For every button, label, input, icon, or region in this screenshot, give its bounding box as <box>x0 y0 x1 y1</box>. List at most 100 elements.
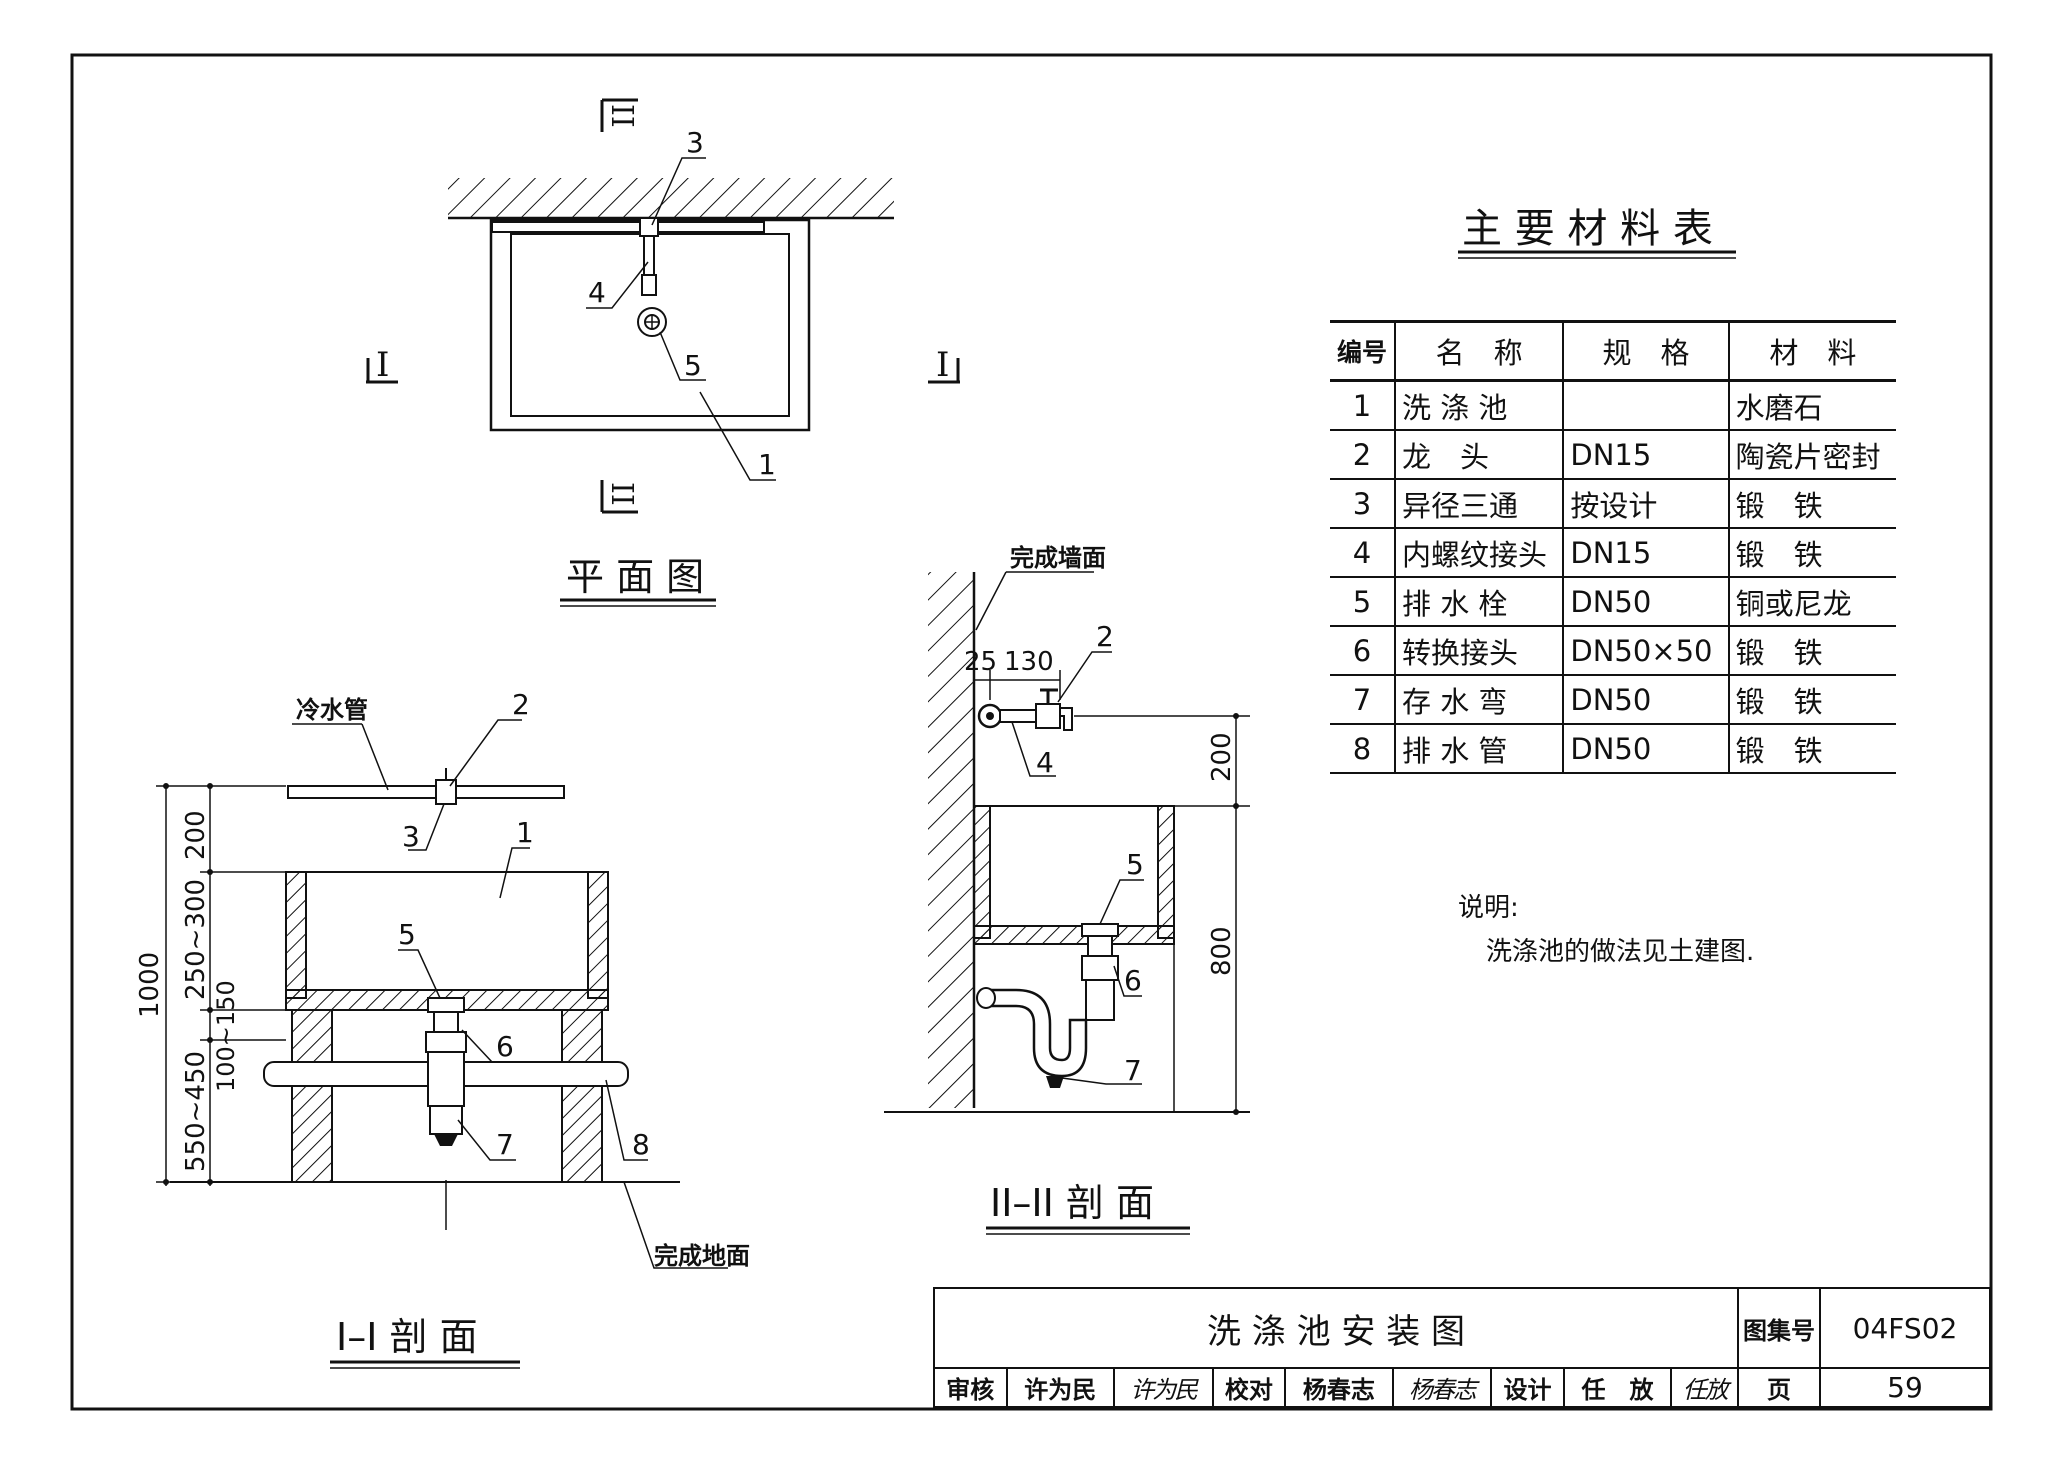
section1-label-6: 6 <box>496 1030 514 1063</box>
designer-signature: 任放 <box>1670 1367 1739 1408</box>
section1-basin-left-wall <box>285 871 307 999</box>
table-cell: DN15 <box>1562 528 1729 577</box>
plan-drain-icon <box>637 307 667 337</box>
section-mark-i-right: I <box>936 345 949 385</box>
table-cell: 排 水 管 <box>1393 724 1564 773</box>
table-cell: DN15 <box>1562 430 1729 479</box>
table-cell: 锻 铁 <box>1727 626 1896 675</box>
section1-support-right <box>561 1009 603 1183</box>
page-number: 59 <box>1819 1367 1991 1408</box>
sheet-border <box>70 53 1993 1411</box>
note-heading: 说明: <box>1458 893 1519 923</box>
section-2: 完成墙面 2 4 25 130 5 <box>884 544 1250 1235</box>
section1-label-1: 1 <box>516 816 534 849</box>
table-cell <box>1562 380 1729 430</box>
designer-name: 任 放 <box>1562 1367 1673 1408</box>
checker-name: 杨春志 <box>1284 1367 1394 1408</box>
table-cell: 2 <box>1352 437 1372 472</box>
section2-basin-bottom <box>973 925 1175 945</box>
section-1: 冷水管 2 3 1 5 6 7 8 <box>135 688 750 1369</box>
section-mark-ii-top: II <box>604 104 639 128</box>
section1-label-2: 2 <box>512 688 530 721</box>
section1-dim-support: 550~450 <box>181 1051 211 1172</box>
table-cell: 8 <box>1352 731 1372 766</box>
checker-signature: 杨春志 <box>1391 1367 1493 1408</box>
table-cell: DN50 <box>1562 724 1729 773</box>
table-cell: 水磨石 <box>1727 380 1896 430</box>
table-cell: 锻 铁 <box>1727 724 1896 773</box>
section1-cold-water-pipe <box>287 785 565 799</box>
table-cell: 锻 铁 <box>1727 528 1896 577</box>
title-block: 洗 涤 池 安 装 图 图集号 04FS02 审核 许为民 许为民 校对 杨春志… <box>933 1287 1991 1408</box>
table-row: 5 排 水 栓 DN50 铜或尼龙 <box>1330 577 1896 626</box>
section2-dim-top: 200 <box>1207 732 1237 782</box>
table-cell: DN50×50 <box>1562 626 1729 675</box>
atlas-label: 图集号 <box>1737 1287 1821 1369</box>
table-cell: 转换接头 <box>1393 626 1564 675</box>
table-row: 1 洗 涤 池 水磨石 <box>1330 380 1896 430</box>
table-cell: 4 <box>1352 535 1372 570</box>
section2-dim-height: 800 <box>1207 926 1237 976</box>
reviewer-signature: 许为民 <box>1112 1367 1214 1408</box>
table-cell: 存 水 弯 <box>1393 675 1564 724</box>
section1-label-8: 8 <box>632 1128 650 1161</box>
table-cell: 陶瓷片密封 <box>1727 430 1896 479</box>
section1-label-3: 3 <box>402 820 420 853</box>
materials-table-title: 主 要 材 料 表 <box>1462 206 1713 252</box>
plan-label-5: 5 <box>684 349 702 382</box>
table-row: 2 龙 头 DN15 陶瓷片密封 <box>1330 430 1896 479</box>
section2-wall-hatch <box>928 572 974 1108</box>
materials-header-no: 编号 <box>1336 338 1387 367</box>
section-mark-ii-bottom: II <box>604 482 639 506</box>
table-cell: 锻 铁 <box>1727 675 1896 724</box>
section-mark-i-left: I <box>376 345 389 385</box>
section1-dim-total: 1000 <box>135 952 165 1018</box>
materials-table: 编号 名 称 规 格 材 料 1 洗 涤 池 水磨石 2 龙 头 DN15 陶瓷… <box>1330 320 1896 774</box>
section1-label-7: 7 <box>496 1128 514 1161</box>
page-label: 页 <box>1737 1367 1821 1408</box>
section1-dim-bottom-slab: 100~150 <box>212 980 240 1092</box>
note-text: 洗涤池的做法见土建图. <box>1486 937 1754 967</box>
section1-dim-top: 200 <box>181 810 211 860</box>
section1-finished-floor-label: 完成地面 <box>654 1242 750 1270</box>
section2-label-4: 4 <box>1036 746 1054 779</box>
section1-dim-basin: 250~300 <box>181 879 211 1000</box>
section2-label-6: 6 <box>1124 964 1142 997</box>
section2-title: II–II 剖 面 <box>990 1181 1154 1225</box>
plan-view-title: 平 面 图 <box>566 555 704 599</box>
table-row: 3 异径三通 按设计 锻 铁 <box>1330 479 1896 528</box>
plan-supply-pipe <box>491 221 765 233</box>
table-cell: 洗 涤 池 <box>1393 380 1564 430</box>
table-cell: DN50 <box>1562 577 1729 626</box>
plan-label-3: 3 <box>686 126 704 159</box>
section2-dim-wall-offset: 25 <box>964 647 997 677</box>
section1-cold-water-label: 冷水管 <box>296 696 368 724</box>
table-cell: 3 <box>1352 486 1372 521</box>
drawing-title: 洗 涤 池 安 装 图 <box>933 1287 1739 1369</box>
section1-title: I–I 剖 面 <box>336 1315 478 1359</box>
reviewer-name: 许为民 <box>1005 1367 1115 1408</box>
section2-label-2: 2 <box>1096 620 1114 653</box>
materials-header-spec: 规 格 <box>1562 321 1729 381</box>
section2-basin-left-wall <box>973 805 991 939</box>
section2-label-5: 5 <box>1126 848 1144 881</box>
table-cell: 7 <box>1352 682 1372 717</box>
table-row: 6 转换接头 DN50×50 锻 铁 <box>1330 626 1896 675</box>
plan-label-1: 1 <box>758 448 776 481</box>
section1-basin-right-wall <box>587 871 609 999</box>
check-label: 校对 <box>1211 1367 1287 1408</box>
materials-header-name: 名 称 <box>1393 321 1564 381</box>
table-cell: 1 <box>1352 388 1372 423</box>
section2-dim-tap-offset: 130 <box>1004 647 1054 677</box>
table-cell: 5 <box>1352 584 1372 619</box>
table-cell: 锻 铁 <box>1727 479 1896 528</box>
section2-tap-icon <box>1035 703 1061 729</box>
plan-label-4: 4 <box>588 276 606 309</box>
table-cell: 铜或尼龙 <box>1727 577 1896 626</box>
table-row: 8 排 水 管 DN50 锻 铁 <box>1330 724 1896 773</box>
table-cell: 内螺纹接头 <box>1393 528 1564 577</box>
table-cell: 按设计 <box>1562 479 1729 528</box>
section2-trap-icon <box>984 988 1088 1078</box>
table-cell: DN50 <box>1562 675 1729 724</box>
